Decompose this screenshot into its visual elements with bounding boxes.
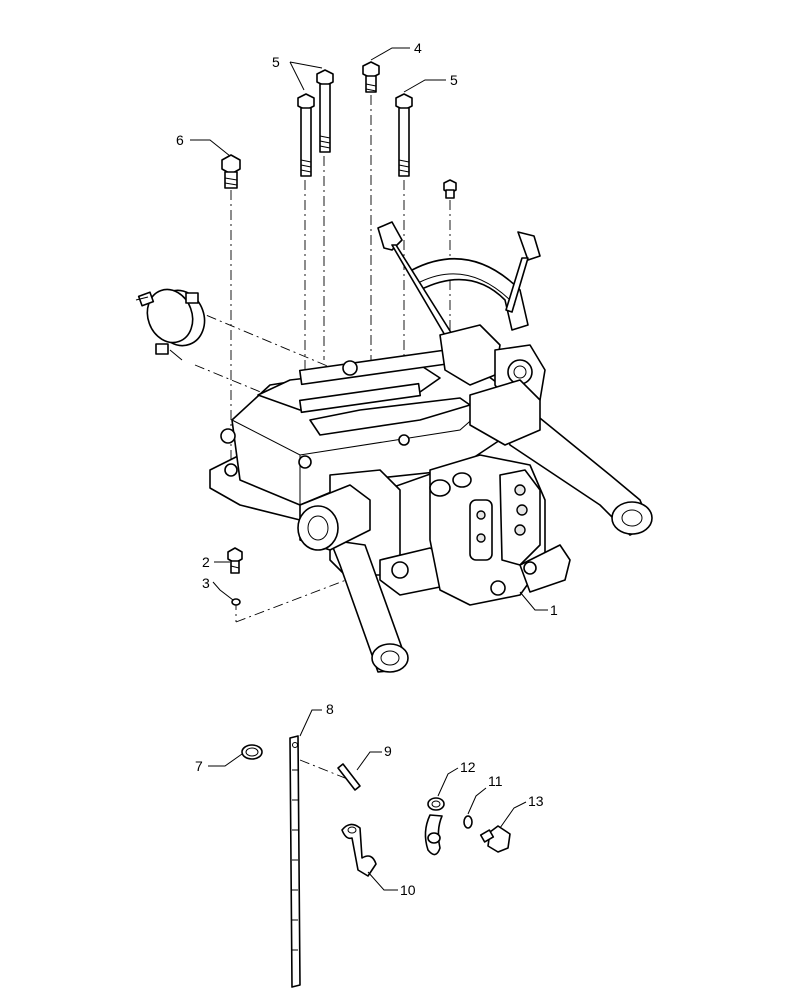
lift-arm-left (297, 484, 409, 673)
bolt-5-right (395, 93, 413, 177)
callout-13: 13 (528, 793, 544, 809)
callout-4: 4 (414, 40, 422, 56)
callout-1: 1 (550, 602, 558, 618)
washer-3 (231, 598, 241, 606)
callout-10: 10 (400, 882, 416, 898)
lift-housing (209, 348, 501, 596)
leader-lines (190, 47, 548, 891)
callout-12: 12 (460, 759, 476, 775)
callout-5-left: 5 (272, 54, 280, 70)
washer-11 (463, 815, 473, 829)
callout-8: 8 (326, 701, 334, 717)
callout-2: 2 (202, 554, 210, 570)
bolt-5-left (297, 93, 315, 177)
pin-9 (337, 763, 361, 791)
bolt-2 (227, 547, 243, 574)
strap-8 (289, 735, 301, 988)
side-cover (135, 288, 206, 361)
grease-fitting (443, 179, 457, 199)
callout-6: 6 (176, 132, 184, 148)
bolt-4 (362, 61, 380, 93)
bolt-6 (221, 154, 241, 189)
lift-arm-right (469, 379, 653, 536)
callout-7: 7 (195, 758, 203, 774)
washer-7 (241, 744, 263, 760)
control-quadrant (377, 221, 546, 406)
draft-plate (429, 454, 571, 606)
callout-9: 9 (384, 743, 392, 759)
callout-5-right: 5 (450, 72, 458, 88)
clip-12 (424, 797, 445, 856)
clip-10 (341, 823, 377, 877)
bolt-13 (479, 825, 511, 853)
bolt-5-center (316, 69, 334, 153)
callout-11: 11 (488, 773, 503, 789)
callout-labels: 1 2 3 4 5 5 6 7 8 9 10 11 12 13 (176, 40, 558, 898)
callout-3: 3 (202, 575, 210, 591)
